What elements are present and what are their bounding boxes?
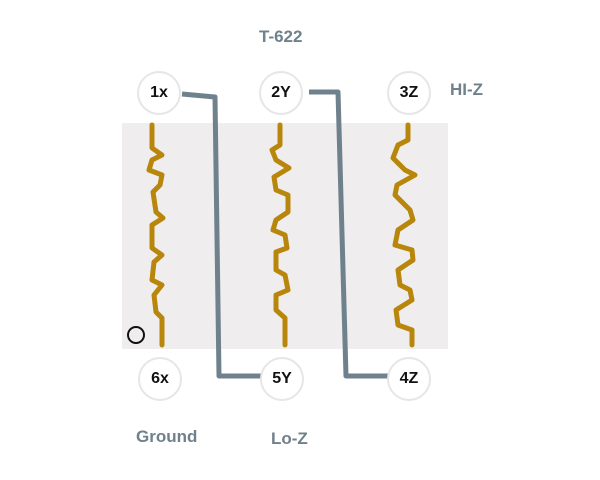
terminal-5y[interactable]: 5Y	[260, 357, 304, 401]
terminal-1x[interactable]: 1x	[137, 71, 181, 115]
winding-1	[146, 122, 166, 348]
jumper-wire-1x-5y	[181, 91, 262, 379]
winding-3	[390, 122, 418, 348]
terminal-4z[interactable]: 4Z	[387, 357, 431, 401]
jumper-wire-2y-4z	[309, 89, 390, 379]
terminal-6x[interactable]: 6x	[138, 357, 182, 401]
winding-2	[269, 122, 292, 348]
lo-z-label: Lo-Z	[271, 429, 308, 448]
terminal-2y[interactable]: 2Y	[259, 71, 303, 115]
polarity-dot-icon	[127, 326, 145, 344]
terminal-3z[interactable]: 3Z	[387, 71, 431, 115]
part-title: T-622	[259, 27, 303, 46]
hi-z-label: HI-Z	[450, 80, 484, 99]
ground-label: Ground	[136, 427, 198, 446]
